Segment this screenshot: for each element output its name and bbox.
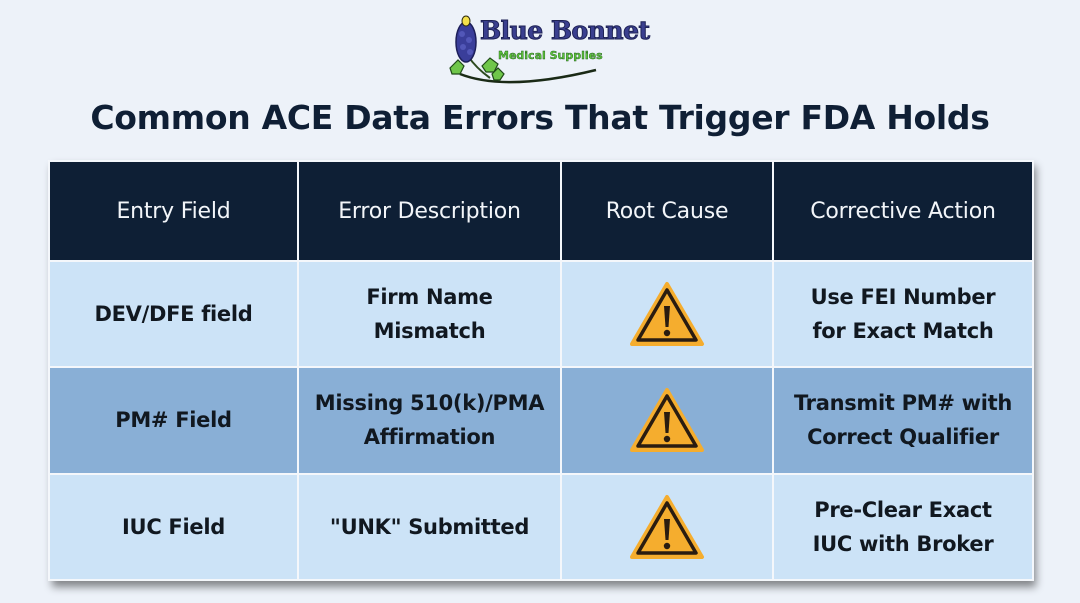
table-row: DEV/DFE field Firm Name Mismatch Use FEI… bbox=[48, 259, 1034, 369]
header-corrective-action: Corrective Action bbox=[772, 160, 1034, 262]
page-title: Common ACE Data Errors That Trigger FDA … bbox=[90, 98, 990, 137]
error-description-line: Missing 510(k)/PMA bbox=[314, 391, 545, 416]
error-description-line: Firm Name bbox=[366, 285, 493, 310]
errors-table: Entry Field Error Description Root Cause… bbox=[48, 160, 1034, 582]
corrective-action-line: IUC with Broker bbox=[812, 531, 994, 556]
table-header-row: Entry Field Error Description Root Cause… bbox=[48, 160, 1034, 262]
brand-tagline: Medical Supplies bbox=[498, 49, 603, 62]
error-description-cell: Missing 510(k)/PMA Affirmation bbox=[297, 366, 562, 475]
corrective-action-line: Pre-Clear Exact bbox=[814, 497, 992, 522]
corrective-action-line: Use FEI Number bbox=[810, 285, 996, 310]
brand-name: Blue Bonnet bbox=[480, 16, 651, 46]
table-row: PM# Field Missing 510(k)/PMA Affirmation… bbox=[48, 366, 1034, 475]
error-description-line: "UNK" Submitted bbox=[329, 514, 530, 539]
warning-triangle-icon bbox=[630, 494, 704, 559]
table-row: IUC Field "UNK" Submitted Pre-Clear Exac… bbox=[48, 472, 1034, 582]
error-description-line: Affirmation bbox=[363, 425, 496, 450]
brand-logo: Blue Bonnet Medical Supplies bbox=[446, 12, 651, 88]
header-root-cause: Root Cause bbox=[560, 160, 774, 262]
error-description-cell: "UNK" Submitted bbox=[297, 472, 562, 582]
corrective-action-line: Correct Qualifier bbox=[807, 425, 999, 450]
bluebonnet-flower-icon bbox=[449, 15, 597, 84]
warning-triangle-icon bbox=[630, 388, 704, 453]
entry-field-cell: PM# Field bbox=[48, 366, 299, 475]
error-description-line: Mismatch bbox=[373, 319, 486, 344]
root-cause-cell bbox=[560, 366, 774, 475]
warning-triangle-icon bbox=[630, 282, 704, 347]
header-entry-field: Entry Field bbox=[48, 160, 299, 262]
entry-field-cell: DEV/DFE field bbox=[48, 259, 299, 369]
root-cause-cell bbox=[560, 472, 774, 582]
corrective-action-line: for Exact Match bbox=[812, 319, 994, 344]
corrective-action-cell: Pre-Clear Exact IUC with Broker bbox=[772, 472, 1034, 582]
root-cause-cell bbox=[560, 259, 774, 369]
entry-field-cell: IUC Field bbox=[48, 472, 299, 582]
header-error-description: Error Description bbox=[297, 160, 562, 262]
corrective-action-line: Transmit PM# with bbox=[793, 391, 1013, 416]
corrective-action-cell: Use FEI Number for Exact Match bbox=[772, 259, 1034, 369]
corrective-action-cell: Transmit PM# with Correct Qualifier bbox=[772, 366, 1034, 475]
error-description-cell: Firm Name Mismatch bbox=[297, 259, 562, 369]
